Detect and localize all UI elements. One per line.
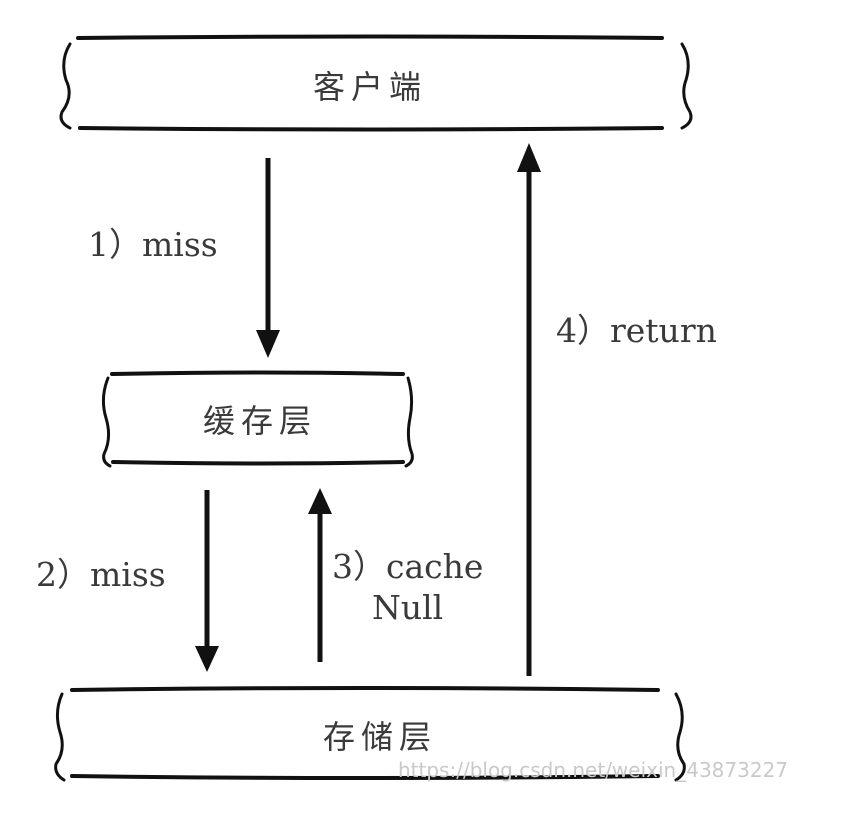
step3-label-line2: Null	[372, 588, 444, 627]
watermark: https://blog.csdn.net/weixin_43873227	[398, 758, 789, 782]
client-box	[59, 34, 693, 132]
arrow-step3-up	[308, 488, 332, 662]
step4-label: 4）return	[556, 311, 717, 350]
step2-label: 2）miss	[36, 555, 166, 594]
cache-box-right-bracket	[404, 376, 414, 468]
arrow-step1-down	[256, 158, 280, 358]
cache-box	[101, 370, 414, 468]
storage-box-left-bracket	[54, 692, 66, 782]
client-box-left-bracket	[59, 42, 72, 130]
storage-box-label: 存储层	[322, 718, 437, 756]
arrow-step2-down	[195, 490, 219, 672]
cache-box-label: 缓存层	[202, 402, 317, 440]
arrow-step4-up	[517, 143, 541, 676]
storage-box	[54, 686, 686, 782]
client-box-label: 客户端	[312, 68, 427, 106]
cache-box-left-bracket	[101, 376, 112, 468]
storage-box-right-bracket	[674, 692, 686, 782]
step1-label: 1）miss	[88, 225, 218, 264]
step3-label-line1: 3）cache	[332, 547, 484, 586]
client-box-right-bracket	[680, 42, 693, 130]
